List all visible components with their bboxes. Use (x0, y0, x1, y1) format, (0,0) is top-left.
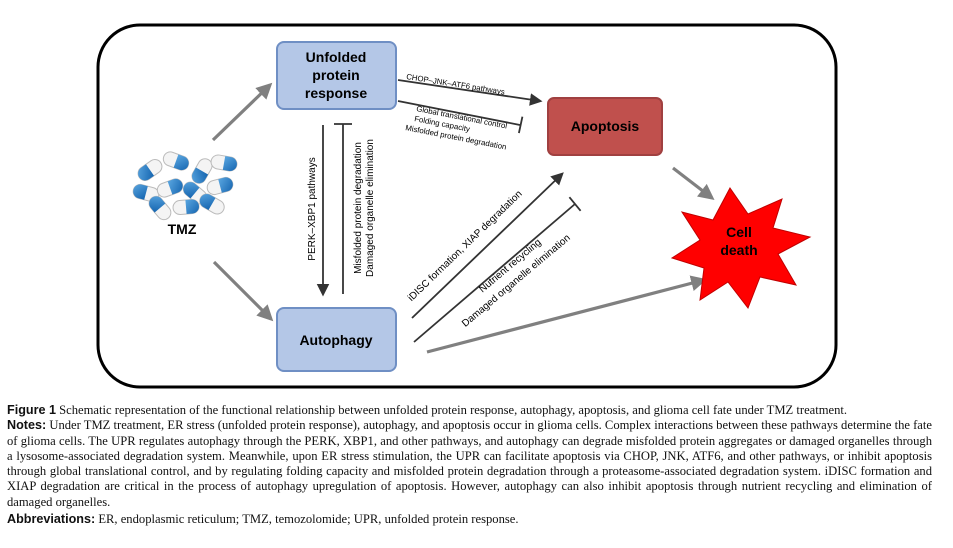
inhibit-autophagy-apoptosis (413, 203, 576, 343)
notes-text: Under TMZ treatment, ER stress (unfolded… (7, 418, 932, 509)
figure-label: Figure 1 (7, 403, 56, 417)
inhibit-upr-apoptosis-bar (518, 116, 524, 134)
autophagy-node: Autophagy (276, 307, 397, 372)
cell-death-starburst (670, 187, 812, 310)
arrow-autophagy-to-cell-death (426, 275, 708, 354)
label-chop-pathways: CHOP–JNK–ATF6 pathways (406, 72, 506, 96)
upr-label-line-2: protein (312, 67, 359, 83)
notes-label: Notes: (7, 418, 47, 433)
arrow-apoptosis-to-cell-death (672, 166, 715, 200)
figure-caption: Figure 1 Schematic representation of the… (7, 403, 932, 527)
autophagy-label: Autophagy (299, 332, 372, 348)
tmz-capsules-image (132, 151, 238, 221)
cell-death-node: Cell death (670, 187, 812, 310)
abbreviations-label: Abbreviations: (7, 512, 96, 527)
autophagy-box (276, 307, 397, 372)
tmz-label: TMZ (168, 221, 197, 237)
diagram: TMZ Unfolded protein response Autophagy … (96, 23, 838, 389)
upr-label-line-3: response (305, 85, 367, 101)
arrow-upr-to-apoptosis (397, 79, 543, 106)
abbreviations-text: ER, endoplasmic reticulum; TMZ, temozolo… (98, 512, 519, 527)
label-perk-pathways: PERK–XBP1 pathways (307, 157, 318, 260)
diagram-frame (96, 23, 838, 389)
caption-abbreviations: Abbreviations: ER, endoplasmic reticulum… (7, 512, 932, 527)
upr-node: Unfolded protein response (276, 41, 397, 110)
arrow-autophagy-to-apoptosis (411, 172, 564, 319)
caption-notes: Notes: Under TMZ treatment, ER stress (u… (7, 418, 932, 510)
label-damaged-organelle: Damaged organelle elimination (365, 139, 376, 277)
label-damaged-organelle-elimination: Damaged organelle elimination (460, 233, 573, 330)
apoptosis-box (547, 97, 663, 156)
gray-arrows (211, 82, 715, 354)
arrow-tmz-to-upr (211, 82, 273, 142)
figure-title-text: Schematic representation of the function… (59, 403, 848, 417)
upr-box (276, 41, 397, 110)
arrow-tmz-to-autophagy (212, 260, 274, 322)
inhibit-upr-apoptosis (397, 100, 521, 126)
cell-death-label-line-2: death (720, 242, 757, 258)
apoptosis-node: Apoptosis (547, 97, 663, 156)
inhibit-autophagy-apoptosis-bar (568, 196, 582, 212)
upr-label-line-1: Unfolded (306, 49, 367, 65)
apoptosis-label: Apoptosis (571, 118, 640, 134)
label-misfolded-degradation: Misfolded protein degradation (353, 142, 364, 274)
black-arrows (316, 79, 582, 343)
cell-death-label-line-1: Cell (726, 224, 752, 240)
caption-title: Figure 1 Schematic representation of the… (7, 403, 932, 418)
